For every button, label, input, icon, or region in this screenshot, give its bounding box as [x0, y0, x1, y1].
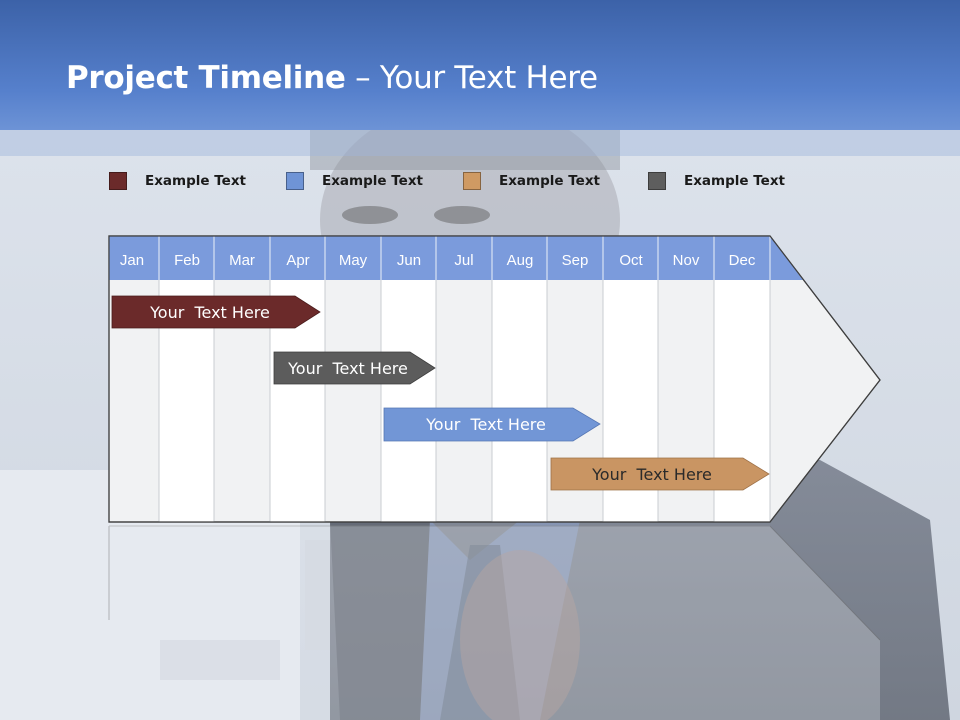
- timeline-reflection: [108, 525, 881, 720]
- month-header-band: [109, 236, 804, 280]
- task-bar-1: [111, 295, 321, 329]
- title-bold: Project Timeline: [66, 60, 346, 96]
- legend-swatch: [463, 172, 481, 190]
- task-bar-2: [273, 351, 436, 385]
- legend-label: Example Text: [322, 173, 423, 189]
- month-apr: Apr: [286, 252, 309, 269]
- legend-swatch: [648, 172, 666, 190]
- month-dec: Dec: [729, 252, 756, 269]
- month-jun: Jun: [397, 252, 421, 269]
- legend-label: Example Text: [145, 173, 246, 189]
- legend-swatch: [109, 172, 127, 190]
- legend-item-1: Example Text: [109, 171, 246, 191]
- task-bar-1-label: Your Text Here: [149, 303, 270, 322]
- month-oct: Oct: [619, 252, 643, 269]
- legend-item-4: Example Text: [648, 171, 785, 191]
- month-sep: Sep: [562, 252, 589, 269]
- title-rest: – Your Text Here: [345, 60, 598, 96]
- month-feb: Feb: [174, 252, 200, 269]
- task-bar-2-label: Your Text Here: [287, 359, 408, 378]
- legend-swatch: [286, 172, 304, 190]
- month-mar: Mar: [229, 252, 255, 269]
- legend-label: Example Text: [499, 173, 600, 189]
- task-bar-3: [383, 407, 601, 442]
- month-jul: Jul: [454, 252, 473, 269]
- task-bar-4-label: Your Text Here: [591, 465, 712, 484]
- month-jan: Jan: [120, 252, 144, 269]
- legend-item-2: Example Text: [286, 171, 423, 191]
- task-bar-3-label: Your Text Here: [425, 415, 546, 434]
- month-may: May: [339, 252, 368, 269]
- task-bar-4: [550, 457, 770, 491]
- legend-label: Example Text: [684, 173, 785, 189]
- legend-item-3: Example Text: [463, 171, 600, 191]
- page-title: Project Timeline – Your Text Here: [66, 60, 598, 96]
- month-nov: Nov: [673, 252, 700, 269]
- month-aug: Aug: [507, 252, 534, 269]
